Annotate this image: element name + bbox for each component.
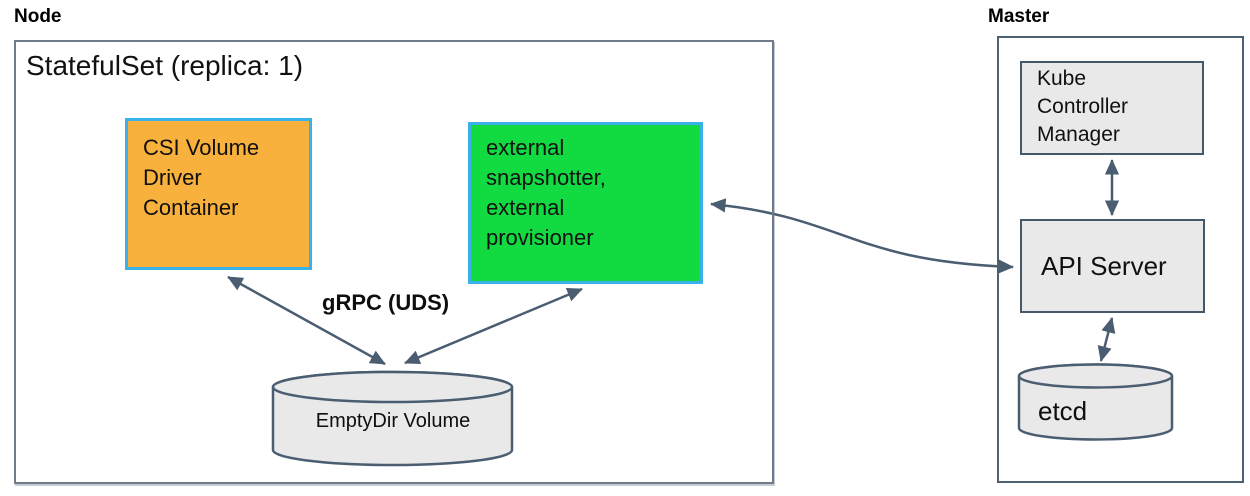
master-frame	[997, 36, 1244, 483]
external-sidecars-box: external snapshotter, external provision…	[468, 122, 703, 284]
etcd-label: etcd	[1038, 396, 1088, 426]
node-frame	[14, 40, 774, 484]
api-server-box: API Server	[1020, 219, 1205, 313]
grpc-uds-label: gRPC (UDS)	[322, 290, 450, 315]
csi-volume-driver-box: CSI Volume Driver Container	[125, 118, 312, 270]
master-section-label: Master	[988, 6, 1050, 27]
api-server-label: API Server	[1041, 250, 1167, 281]
kube-controller-manager-box: Kube Controller Manager	[1020, 61, 1204, 155]
statefulset-title: StatefulSet (replica: 1)	[26, 50, 304, 81]
emptydir-volume-label: EmptyDir Volume	[315, 410, 471, 432]
node-section-label: Node	[14, 6, 62, 27]
